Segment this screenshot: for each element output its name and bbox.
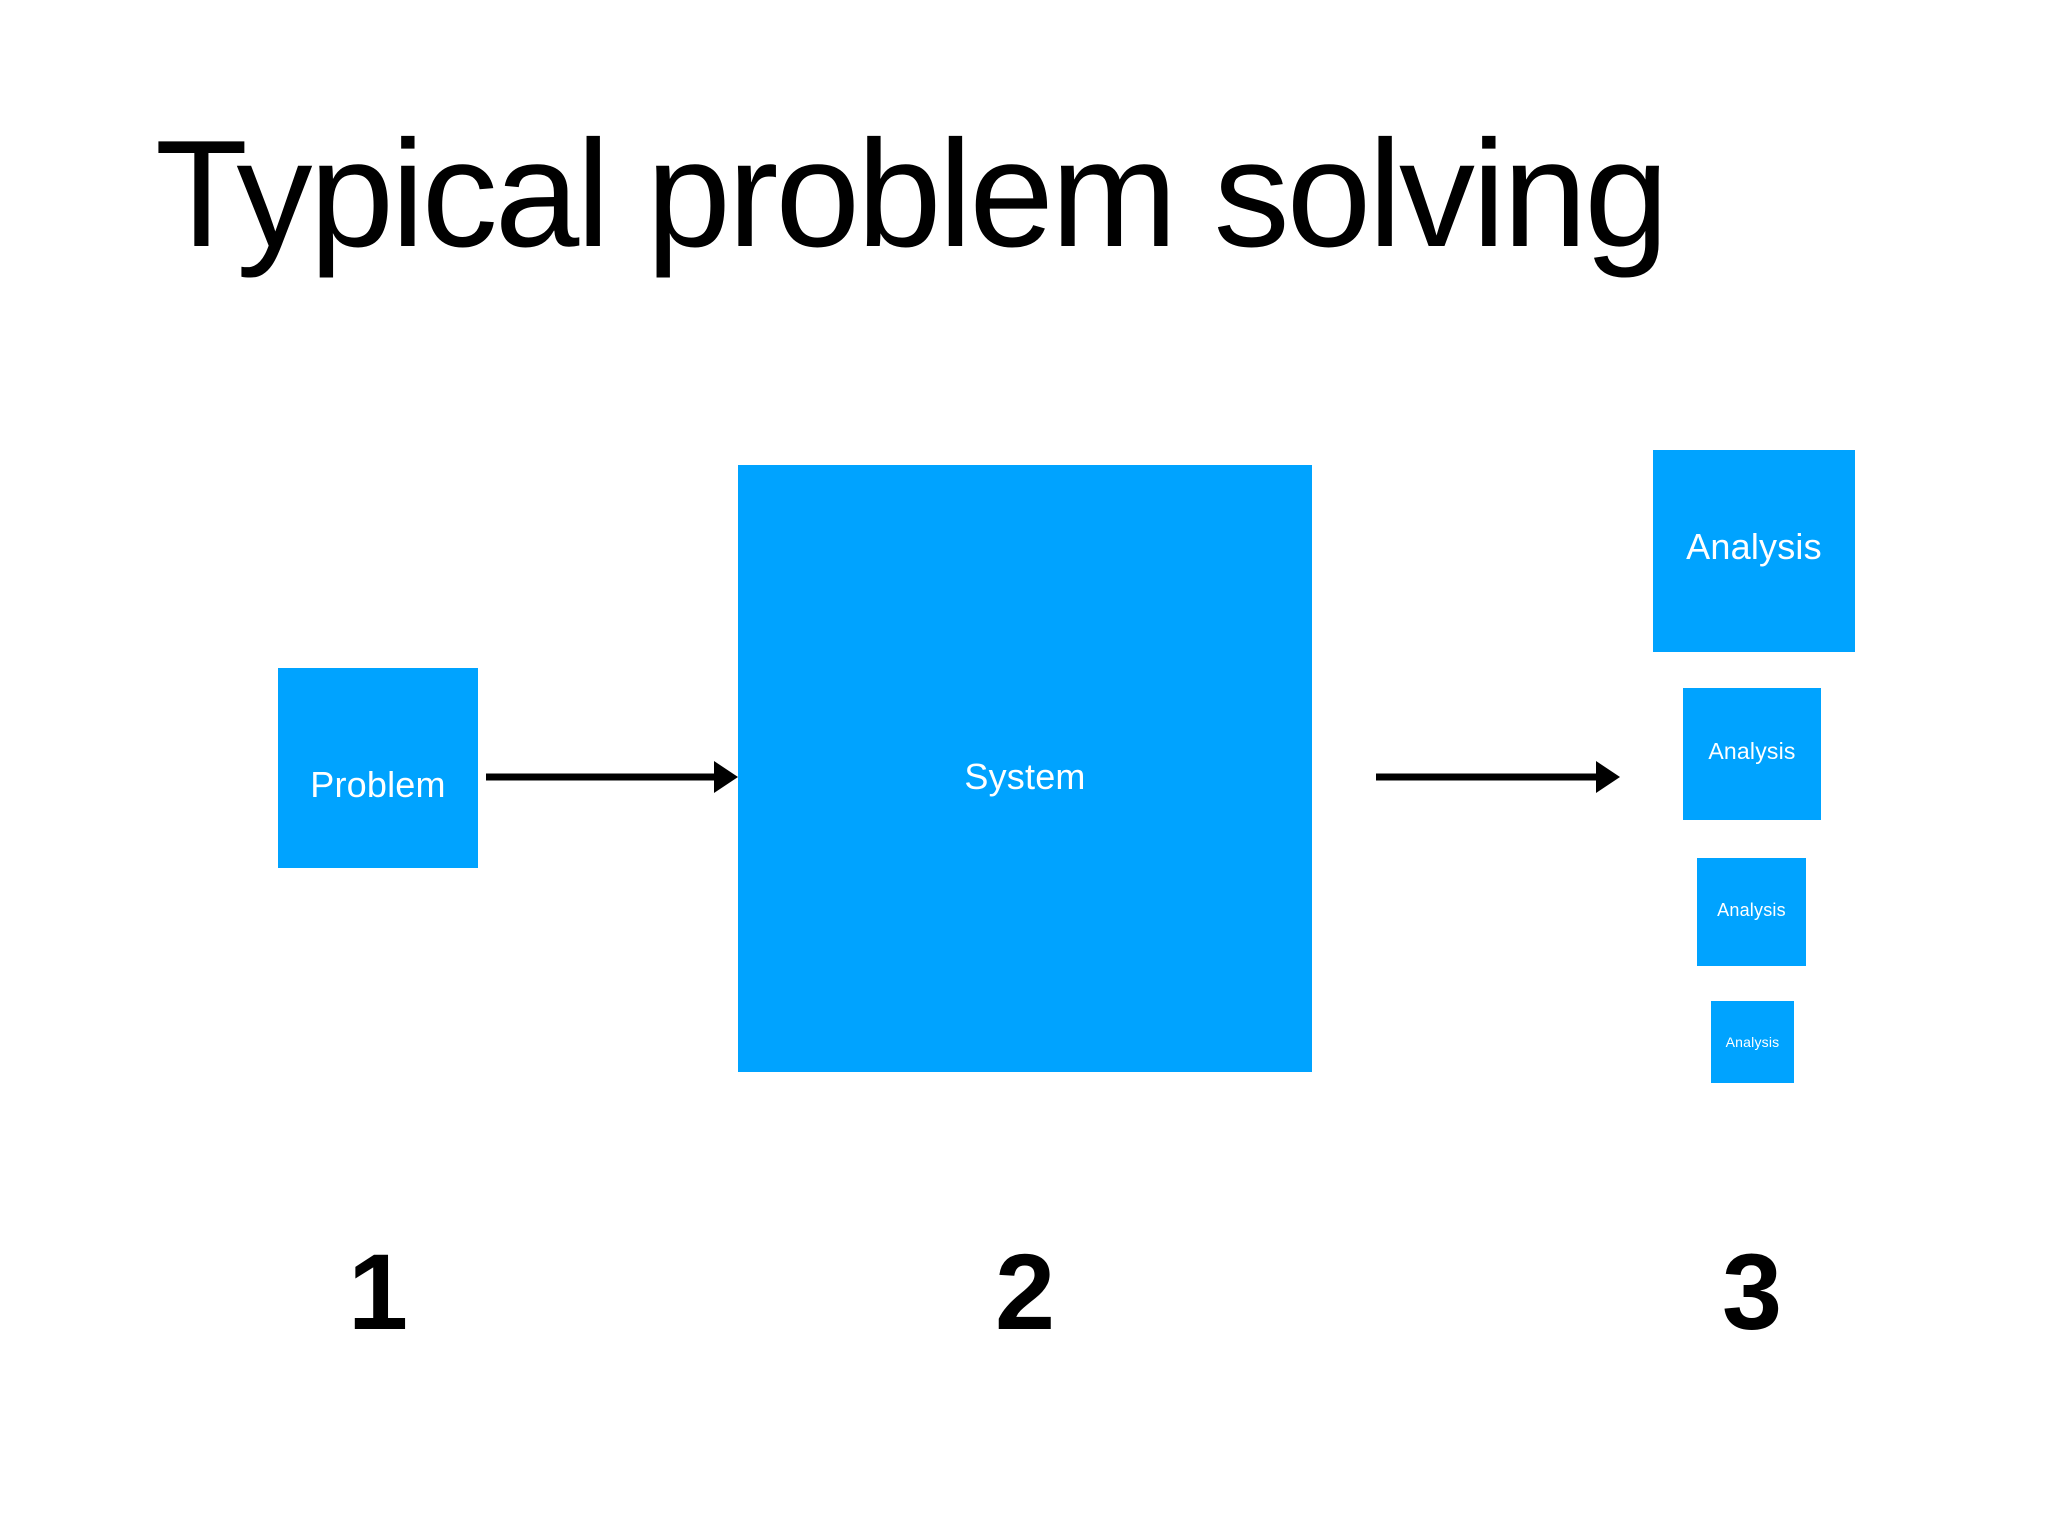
node-box-analysis-2[interactable]: Analysis: [1683, 688, 1821, 820]
node-box-problem[interactable]: Problem: [278, 668, 478, 868]
step-number-3: 3: [1721, 1231, 1783, 1352]
node-label-analysis-3: Analysis: [1717, 900, 1786, 920]
arrow-system-to-analysis-icon: [1376, 755, 1620, 799]
arrow-problem-to-system-icon: [486, 755, 738, 799]
node-box-analysis-3[interactable]: Analysis: [1697, 858, 1806, 966]
step-number-2: 2: [994, 1231, 1056, 1352]
node-label-system: System: [964, 756, 1086, 797]
page-title: Typical problem solving: [155, 109, 1669, 279]
node-label-analysis-4: Analysis: [1725, 1034, 1780, 1050]
node-box-analysis-1[interactable]: Analysis: [1653, 450, 1855, 652]
step-number-1: 1: [347, 1231, 409, 1352]
node-box-analysis-4[interactable]: Analysis: [1711, 1001, 1794, 1083]
node-label-problem: Problem: [310, 764, 446, 805]
node-box-system[interactable]: System: [738, 465, 1312, 1072]
node-label-analysis-2: Analysis: [1708, 738, 1796, 764]
node-label-analysis-1: Analysis: [1686, 526, 1822, 567]
